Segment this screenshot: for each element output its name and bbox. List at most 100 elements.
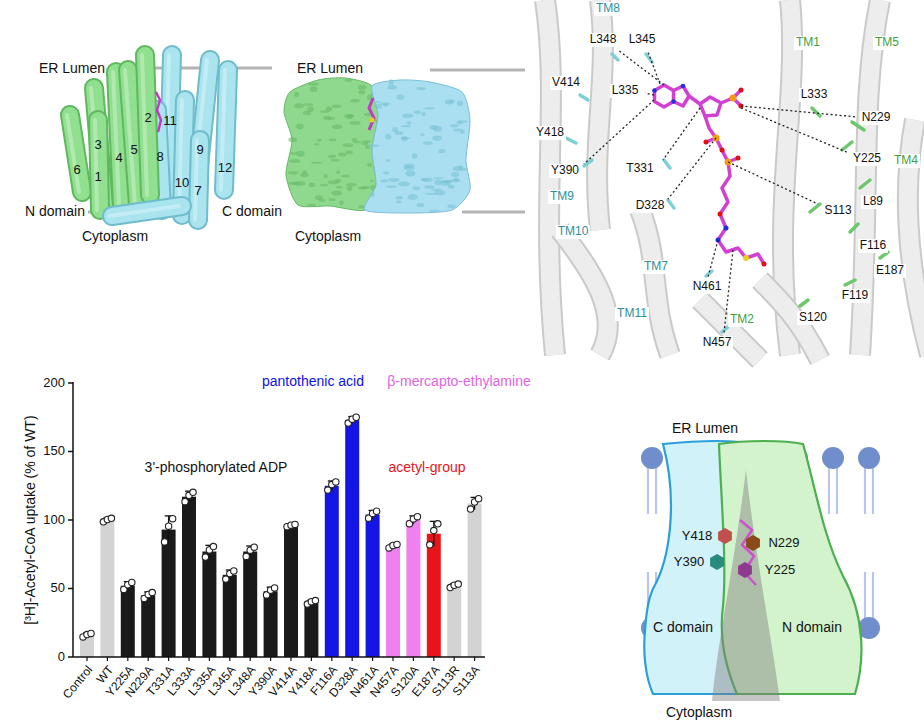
schematic-pocket bbox=[710, 470, 780, 701]
replicate-dot bbox=[231, 568, 237, 574]
density-grain bbox=[383, 103, 388, 107]
replicate-dot bbox=[333, 479, 339, 485]
density-grain bbox=[438, 149, 445, 153]
helix-number: 1 bbox=[94, 170, 101, 185]
residue-label: L89 bbox=[861, 195, 885, 209]
helix-label: TM10 bbox=[556, 225, 591, 239]
density-grain bbox=[311, 162, 322, 164]
density-grain bbox=[376, 101, 380, 103]
bar bbox=[366, 515, 380, 657]
helix-shine bbox=[109, 206, 179, 216]
density-grain bbox=[421, 112, 425, 117]
central-cavity bbox=[712, 470, 780, 701]
density-grain bbox=[424, 185, 434, 188]
hbond-line bbox=[728, 162, 818, 204]
axis-tick-label: 150 bbox=[43, 444, 65, 459]
y-tick bbox=[68, 451, 73, 453]
residue-label: T331 bbox=[624, 162, 655, 176]
hbond-line bbox=[668, 138, 716, 199]
group-label: 3'-phosphorylated ADP bbox=[145, 459, 288, 475]
residue-stick bbox=[800, 300, 808, 306]
x-tick bbox=[250, 657, 251, 661]
domain-label: C domain bbox=[222, 203, 282, 219]
residue-label: L333 bbox=[799, 88, 830, 102]
residue-hexagon bbox=[738, 562, 752, 578]
density-grain bbox=[386, 186, 397, 188]
bar bbox=[386, 546, 400, 657]
density-grain bbox=[450, 124, 459, 127]
residue-label: Y225 bbox=[765, 563, 795, 578]
density-grain bbox=[300, 173, 309, 177]
density-grain bbox=[434, 180, 442, 186]
replicate-dot bbox=[353, 414, 359, 420]
helix-number: 7 bbox=[194, 184, 201, 199]
helix-number: 2 bbox=[144, 111, 151, 126]
helix-number: 4 bbox=[115, 151, 122, 166]
binding-site-view bbox=[545, 0, 924, 360]
density-grain bbox=[294, 103, 304, 108]
replicate-dot bbox=[414, 514, 420, 520]
density-grain bbox=[347, 186, 352, 191]
ligand-bond bbox=[718, 162, 764, 264]
density-texture bbox=[368, 79, 468, 211]
density-grain bbox=[380, 179, 388, 182]
membrane-side-label: Cytoplasm bbox=[666, 704, 732, 720]
density-grain bbox=[290, 159, 301, 163]
density-grain bbox=[453, 166, 463, 171]
helix-label: TM11 bbox=[615, 307, 649, 321]
density-grain bbox=[294, 92, 299, 97]
bar bbox=[264, 591, 278, 657]
replicate-dot bbox=[435, 521, 441, 527]
ligand-atom bbox=[681, 84, 686, 89]
residue-label: N457 bbox=[701, 336, 734, 350]
ligand-atoms bbox=[652, 84, 766, 267]
y-tick bbox=[68, 588, 73, 590]
replicate-dot bbox=[292, 521, 298, 527]
replicate-dot bbox=[243, 553, 249, 559]
y-tick bbox=[68, 656, 73, 658]
helix-shine bbox=[113, 72, 119, 205]
lipid-head bbox=[822, 447, 844, 469]
density-grain bbox=[346, 183, 358, 186]
density-grain bbox=[395, 196, 402, 200]
density-grain bbox=[417, 203, 425, 207]
density-grain bbox=[385, 159, 390, 162]
density-grain bbox=[336, 186, 343, 188]
ligand-coa bbox=[655, 85, 765, 264]
density-grain bbox=[370, 180, 374, 182]
bar bbox=[406, 520, 420, 657]
hbond-line bbox=[708, 240, 718, 277]
density-grain bbox=[303, 103, 313, 105]
density-grain bbox=[314, 143, 320, 145]
helix-shine bbox=[125, 70, 135, 205]
hbond-line bbox=[663, 108, 700, 160]
bar bbox=[243, 552, 257, 657]
residue-label: V414 bbox=[550, 76, 582, 90]
replicate-dot bbox=[251, 544, 257, 550]
density-grain bbox=[338, 153, 346, 157]
density-grain bbox=[433, 177, 444, 179]
x-tick bbox=[454, 657, 455, 661]
bar bbox=[284, 525, 298, 657]
density-grain bbox=[320, 184, 328, 187]
x-tick bbox=[127, 657, 128, 661]
residue-label: Y418 bbox=[682, 529, 712, 544]
helix-shine bbox=[95, 120, 97, 210]
density-grain bbox=[358, 85, 367, 90]
density-grain bbox=[458, 120, 467, 122]
density-grain bbox=[332, 104, 342, 107]
residue-label: N229 bbox=[860, 111, 893, 125]
density-grain bbox=[358, 90, 365, 94]
ligand-atom bbox=[736, 156, 741, 161]
helix-number: 8 bbox=[156, 150, 163, 165]
density-grain bbox=[443, 180, 453, 183]
replicate-dot bbox=[149, 589, 155, 595]
bar bbox=[447, 586, 461, 657]
density-grain bbox=[405, 171, 415, 177]
ribbon-helix bbox=[700, 300, 760, 360]
replicate-dot bbox=[312, 597, 318, 603]
density-grain bbox=[388, 178, 400, 182]
density-grain bbox=[387, 85, 396, 89]
density-grain bbox=[352, 138, 357, 142]
